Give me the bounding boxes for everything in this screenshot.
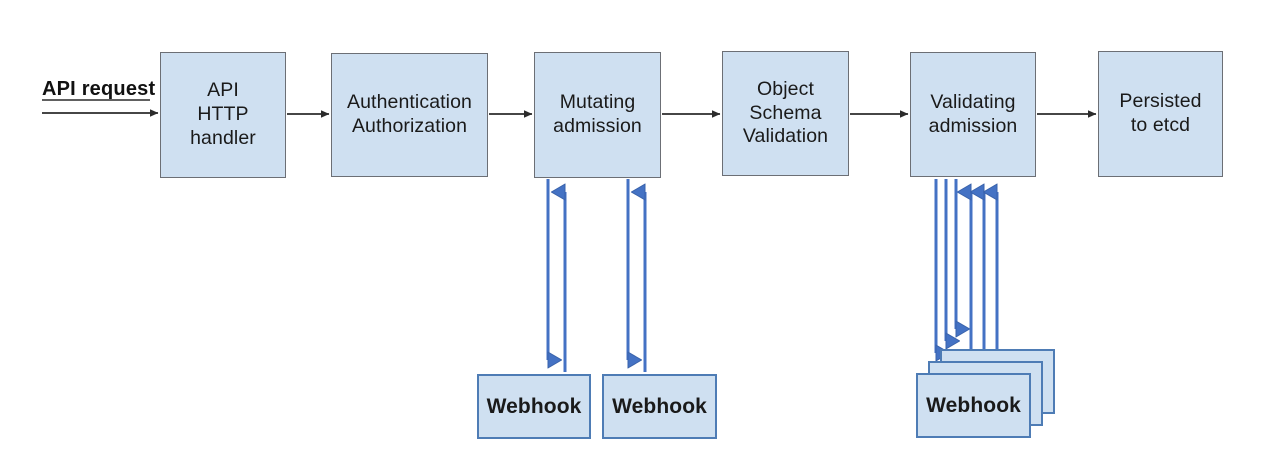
stage-mutating-admission[interactable]: Mutating admission [534, 52, 661, 178]
webhook-mutating-1[interactable]: Webhook [477, 374, 591, 439]
stage-persisted-to-etcd[interactable]: Persisted to etcd [1098, 51, 1223, 177]
webhook-mutating-2[interactable]: Webhook [602, 374, 717, 439]
stage-object-schema-validation[interactable]: Object Schema Validation [722, 51, 849, 176]
stage-validating-admission[interactable]: Validating admission [910, 52, 1036, 177]
webhook-call-mutating-webhook-2 [626, 179, 647, 372]
webhook-call-validating-webhook-1 [934, 179, 999, 372]
stage-authentication-authorization[interactable]: Authentication Authorization [331, 53, 488, 177]
webhook-validating-1[interactable]: Webhook [916, 373, 1031, 438]
webhook-call-mutating-webhook-1 [546, 179, 567, 372]
entry-label: API request [42, 78, 156, 100]
stage-api-http-handler[interactable]: API HTTP handler [160, 52, 286, 178]
